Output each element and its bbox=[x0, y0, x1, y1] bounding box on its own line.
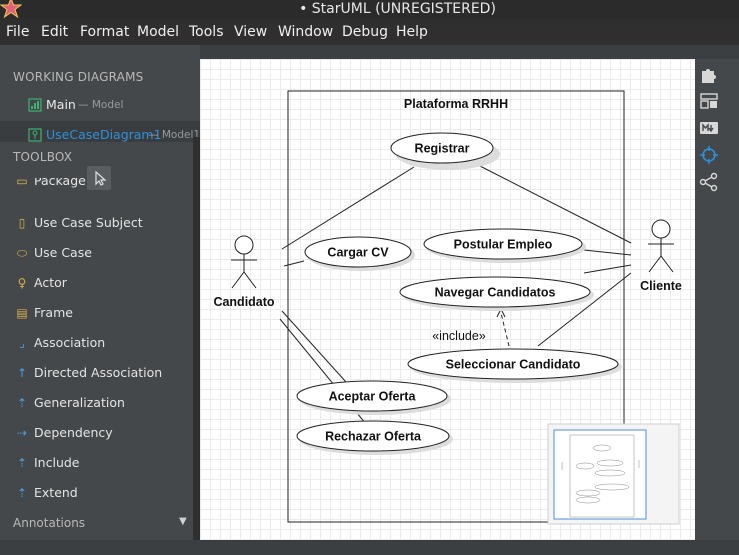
extend-icon: ⇡ bbox=[16, 486, 28, 500]
select-tool-button[interactable] bbox=[87, 166, 111, 190]
menu-edit[interactable]: Edit bbox=[41, 24, 69, 40]
left-scrollbar[interactable] bbox=[193, 137, 200, 555]
actor-icon: ♀ bbox=[17, 276, 27, 290]
assoc-seleccionar-cliente bbox=[537, 272, 632, 347]
assoc-candidato-registrar bbox=[281, 166, 415, 250]
assoc-postular-cliente bbox=[583, 249, 632, 256]
left-sidebar: WORKING DIAGRAMS Main — Model UseCaseDia… bbox=[0, 45, 200, 555]
tool-generalization[interactable]: ⇡ Generalization bbox=[0, 388, 195, 418]
tool-dependency[interactable]: ⇢ Dependency bbox=[0, 418, 195, 448]
usecase-icon: ⬭ bbox=[16, 246, 28, 260]
working-diagram-name: Main bbox=[46, 97, 76, 112]
window-title: • StarUML (UNREGISTERED) bbox=[299, 1, 496, 17]
tool-use-case[interactable]: ⬭ Use Case bbox=[0, 238, 195, 268]
menu-window[interactable]: Window bbox=[278, 24, 334, 40]
frame-icon: ▤ bbox=[16, 306, 28, 320]
usecase-cargar-cv[interactable]: Cargar CV bbox=[304, 236, 415, 271]
actor-cliente-label: Cliente bbox=[640, 279, 682, 293]
tool-use-case-subject[interactable]: ▯ Use Case Subject bbox=[0, 208, 195, 238]
assoc-candidato-cargar bbox=[283, 260, 305, 267]
generalization-icon: ⇡ bbox=[16, 396, 28, 410]
association-icon: ⌟ bbox=[19, 336, 25, 350]
tool-frame[interactable]: ▤ Frame bbox=[0, 298, 195, 328]
include-dependency-line bbox=[500, 312, 510, 347]
menu-bar: File Edit Format Model Tools View Window… bbox=[0, 19, 739, 45]
pointer-icon bbox=[95, 170, 107, 186]
svg-text:Rechazar Oferta: Rechazar Oferta bbox=[325, 430, 422, 444]
extensions-icon[interactable] bbox=[698, 63, 720, 85]
menu-debug[interactable]: Debug bbox=[342, 24, 389, 40]
menu-tools[interactable]: Tools bbox=[189, 24, 224, 40]
association-lines bbox=[279, 164, 632, 425]
menu-format[interactable]: Format bbox=[80, 24, 130, 40]
tool-include[interactable]: ⇡ Include bbox=[0, 448, 195, 478]
dependency-icon: ⇢ bbox=[16, 426, 28, 440]
working-diagram-name: UseCaseDiagram1 bbox=[46, 127, 162, 142]
actor-candidato[interactable]: Candidato bbox=[213, 235, 275, 309]
include-icon: ⇡ bbox=[16, 456, 28, 470]
toolbox-title: TOOLBOX bbox=[13, 150, 73, 164]
usecase-diagram: Plataforma RRHH «include» Registrar Carg… bbox=[213, 90, 682, 525]
diagram-minimap[interactable] bbox=[547, 423, 680, 525]
subject-boundary[interactable] bbox=[287, 90, 625, 523]
markdown-icon[interactable] bbox=[698, 117, 720, 139]
diagram-canvas[interactable]: Plataforma RRHH «include» Registrar Carg… bbox=[200, 59, 695, 540]
assoc-navegar-cliente bbox=[583, 264, 632, 274]
include-label: «include» bbox=[432, 329, 486, 343]
svg-text:Seleccionar Candidato: Seleccionar Candidato bbox=[446, 358, 581, 372]
svg-text:Navegar Candidatos: Navegar Candidatos bbox=[435, 286, 556, 300]
actor-candidato-label: Candidato bbox=[213, 295, 274, 309]
annotations-label: Annotations bbox=[13, 516, 86, 530]
working-diagram-owner: — Model bbox=[78, 99, 124, 111]
menu-file[interactable]: File bbox=[6, 24, 30, 40]
menu-model[interactable]: Model bbox=[137, 24, 180, 40]
actor-cliente[interactable]: Cliente bbox=[640, 219, 682, 293]
menu-help[interactable]: Help bbox=[396, 24, 428, 40]
staruml-logo-icon bbox=[0, 0, 22, 19]
share-icon[interactable] bbox=[698, 171, 720, 193]
annotations-section[interactable]: Annotations ▼ bbox=[0, 510, 200, 536]
status-bar bbox=[0, 540, 739, 555]
svg-text:Cargar CV: Cargar CV bbox=[327, 246, 389, 260]
working-diagrams-header: WORKING DIAGRAMS bbox=[13, 70, 144, 84]
canvas-top-margin bbox=[200, 45, 695, 59]
crosshair-icon[interactable] bbox=[698, 144, 720, 166]
layout-icon[interactable] bbox=[698, 90, 720, 112]
usecase-postular-empleo[interactable]: Postular Empleo bbox=[423, 228, 586, 263]
tool-actor[interactable]: ♀ Actor bbox=[0, 268, 195, 298]
usecase-navegar-candidatos[interactable]: Navegar Candidatos bbox=[399, 276, 594, 311]
diagram-icon bbox=[28, 98, 42, 112]
title-bar: • StarUML (UNREGISTERED) bbox=[0, 0, 739, 19]
subject-title: Plataforma RRHH bbox=[404, 97, 508, 111]
package-icon: ▭ bbox=[16, 178, 28, 188]
usecase-rechazar-oferta[interactable]: Rechazar Oferta bbox=[296, 420, 453, 455]
directed-association-icon: ↑ bbox=[16, 366, 28, 380]
right-toolbar bbox=[695, 59, 739, 540]
svg-text:Registrar: Registrar bbox=[415, 142, 470, 156]
subject-icon: ▯ bbox=[18, 216, 26, 230]
chevron-down-icon: ▼ bbox=[179, 516, 187, 527]
assoc-registrar-cliente bbox=[477, 164, 632, 244]
usecase-seleccionar-candidato[interactable]: Seleccionar Candidato bbox=[407, 348, 622, 383]
working-diagram-owner: — Model1 bbox=[148, 129, 201, 141]
usecase-diagram-icon bbox=[28, 128, 42, 142]
tool-directed-association[interactable]: ↑ Directed Association bbox=[0, 358, 195, 388]
tool-extend[interactable]: ⇡ Extend bbox=[0, 478, 195, 508]
tool-package[interactable]: ▭ Package bbox=[0, 178, 195, 198]
assoc-candidato-aceptar bbox=[281, 310, 347, 383]
svg-text:Postular Empleo: Postular Empleo bbox=[454, 238, 553, 252]
menu-view[interactable]: View bbox=[234, 24, 268, 40]
usecase-registrar[interactable]: Registrar bbox=[390, 132, 500, 170]
svg-text:Aceptar Oferta: Aceptar Oferta bbox=[329, 390, 417, 404]
usecase-aceptar-oferta[interactable]: Aceptar Oferta bbox=[296, 380, 451, 415]
tool-association[interactable]: ⌟ Association bbox=[0, 328, 195, 358]
